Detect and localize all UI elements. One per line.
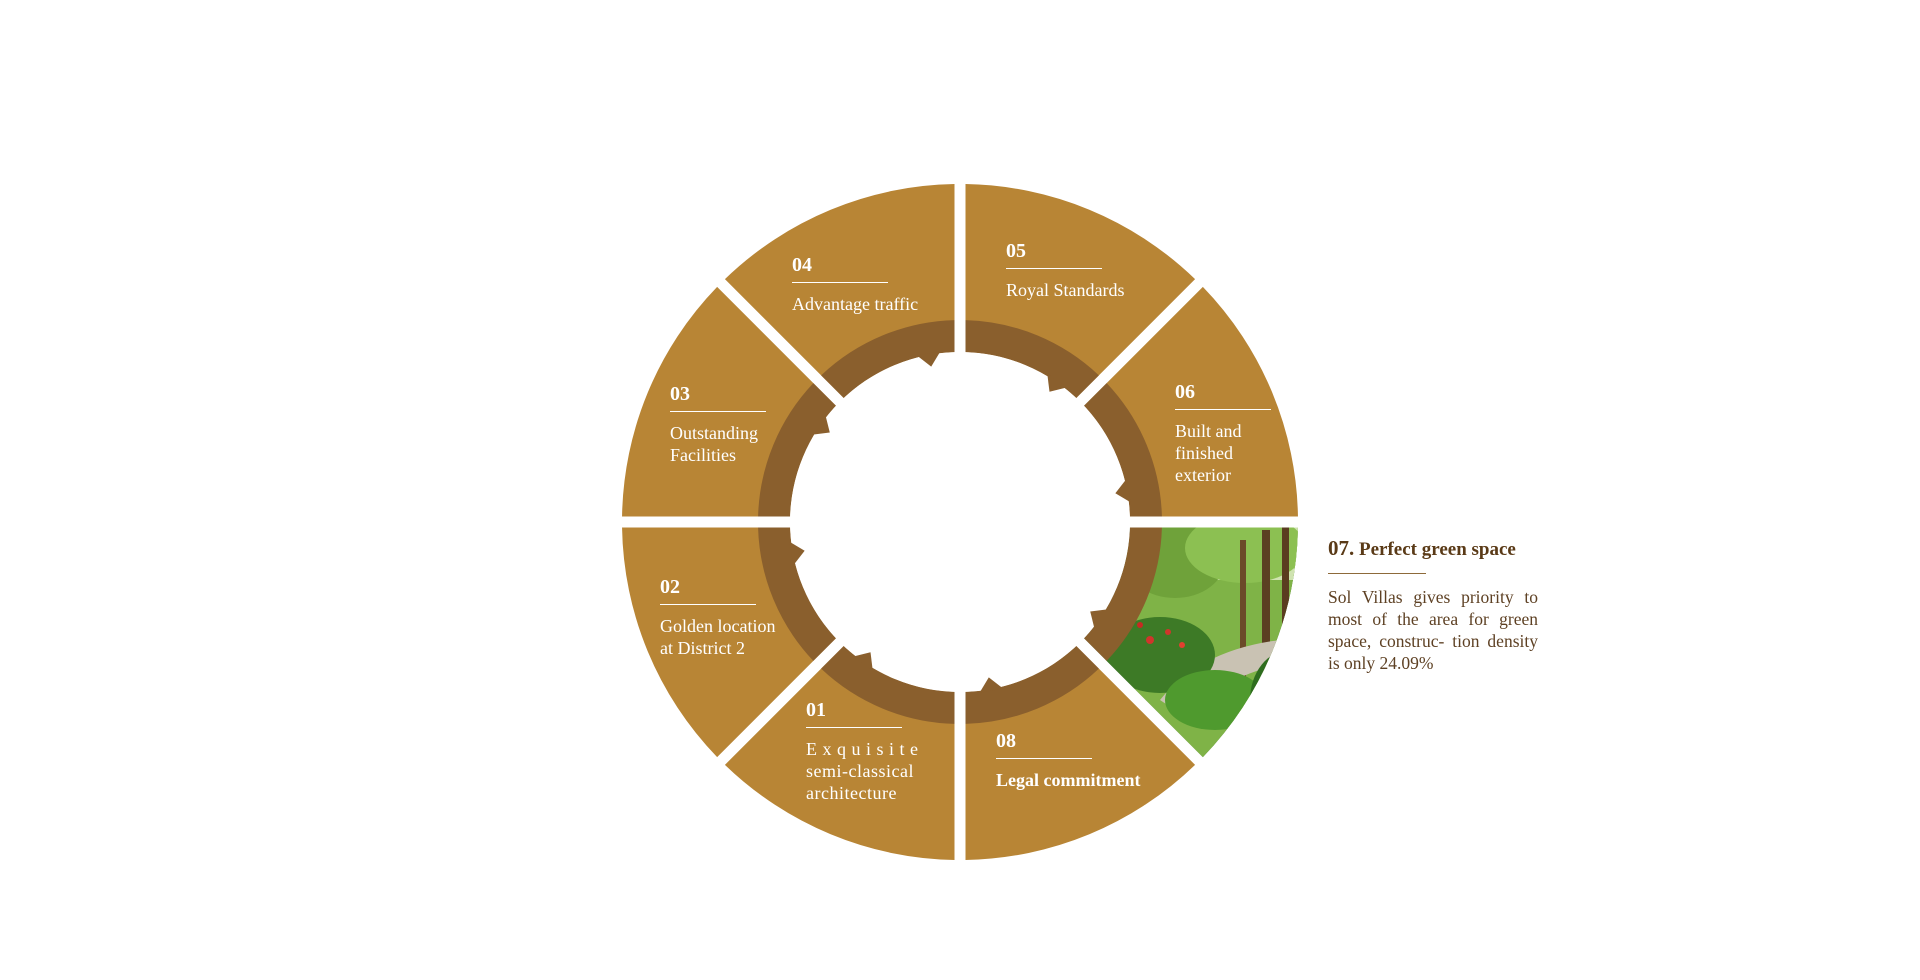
detail-divider: [1328, 573, 1426, 574]
segment-number: 01: [806, 699, 826, 721]
segment-03[interactable]: 03 Outstanding Facilities: [670, 383, 766, 466]
inner-ring-arc-05: [965, 320, 1099, 398]
segment-label: Golden location at District 2: [660, 616, 776, 658]
segment-number: 04: [792, 254, 812, 276]
garden-photo-detail: [1282, 527, 1289, 695]
detail-description: Sol Villas gives priority to most of the…: [1328, 587, 1538, 673]
segment-label: Royal Standards: [1006, 280, 1125, 300]
garden-photo-detail: [1105, 617, 1215, 693]
gear-tooth-icon: [811, 414, 830, 435]
garden-photo-detail: [1240, 540, 1246, 690]
segment-number: 06: [1175, 381, 1195, 403]
garden-photo-detail: [1165, 670, 1265, 730]
garden-photo-detail: [1179, 642, 1185, 648]
segment-label: Outstanding Facilities: [670, 423, 758, 465]
garden-photo-detail: [1165, 629, 1171, 635]
segment-08[interactable]: 08 Legal commitment: [996, 730, 1140, 791]
segment-label: Built and finished exterior: [1175, 421, 1242, 485]
gear-tooth-icon: [852, 652, 873, 671]
segment-number: 02: [660, 576, 680, 598]
gear-tooth-icon: [979, 677, 1004, 693]
segment-01[interactable]: 01 E x q u i s i t e semi-classical arch…: [806, 699, 944, 804]
gear-tooth-icon: [1090, 609, 1109, 630]
garden-photo-detail: [1262, 530, 1270, 710]
garden-photo-detail: [1146, 636, 1154, 644]
segment-label: Legal commitment: [996, 770, 1141, 790]
segment-06[interactable]: 06 Built and finished exterior: [1175, 381, 1271, 486]
segment-02[interactable]: 02 Golden location at District 2: [660, 576, 775, 659]
segment-detail-panel: 07. Perfect green space Sol Villas gives…: [1328, 536, 1538, 674]
segment-divider: [996, 758, 1092, 759]
segment-label: Advantage traffic: [792, 294, 919, 314]
center-disc: [790, 352, 1130, 692]
inner-ring-arc-08: [965, 646, 1099, 724]
inner-ring-arc-06: [1084, 383, 1162, 517]
segment-divider: [670, 411, 766, 412]
segment-number: 08: [996, 730, 1016, 752]
segment-divider: [806, 727, 902, 728]
gear-tooth-icon: [916, 351, 941, 367]
detail-title-text: Perfect green space: [1359, 539, 1516, 560]
garden-photo-detail: [1137, 622, 1143, 628]
segment-04[interactable]: 04 Advantage traffic: [792, 254, 918, 315]
gear-tooth-icon: [789, 541, 805, 566]
segment-divider: [1006, 268, 1102, 269]
inner-ring-arc-04: [821, 320, 955, 398]
segment-05[interactable]: 05 Royal Standards: [1006, 240, 1125, 301]
detail-number: 07.: [1328, 536, 1355, 560]
segment-number: 05: [1006, 240, 1026, 262]
gear-tooth-icon: [1115, 478, 1131, 503]
inner-ring-arc-07: [1084, 527, 1162, 661]
segment-number: 03: [670, 383, 690, 405]
segment-divider: [792, 282, 888, 283]
gear-tooth-icon: [1047, 373, 1068, 392]
segment-divider: [1175, 409, 1271, 410]
inner-ring-arc-02: [758, 527, 836, 661]
segment-divider: [660, 604, 756, 605]
inner-ring-arc-01: [821, 646, 955, 724]
inner-ring-arc-03: [758, 383, 836, 517]
segment-label: E x q u i s i t e semi-classical archite…: [806, 739, 919, 803]
detail-title: 07. Perfect green space: [1328, 536, 1538, 562]
garden-photo-detail: [1250, 650, 1298, 750]
